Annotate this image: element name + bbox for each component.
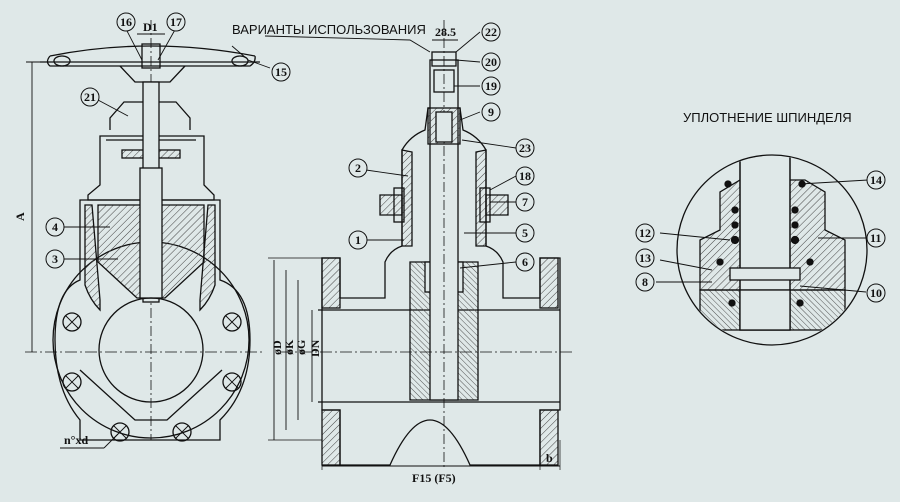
callout-14: 14 (866, 170, 886, 190)
front-view (25, 20, 265, 449)
dim-bolts: n°xd (64, 433, 88, 447)
callout-18: 18 (515, 166, 535, 186)
callout-23: 23 (515, 138, 535, 158)
svg-text:11: 11 (870, 231, 881, 245)
stem-seal-detail (676, 154, 868, 346)
usage-variants-label: ВАРИАНТЫ ИСПОЛЬЗОВАНИЯ (232, 22, 426, 37)
dim-f15: F15 (F5) (412, 471, 456, 485)
svg-text:19: 19 (485, 79, 497, 93)
callout-19: 19 (481, 76, 501, 96)
stem-seal-label: УПЛОТНЕНИЕ ШПИНДЕЛЯ (683, 110, 852, 125)
dim-og: øG (294, 340, 308, 355)
callout-5: 5 (515, 223, 535, 243)
svg-text:12: 12 (639, 226, 651, 240)
callout-16: 16 (116, 12, 136, 32)
callout-21: 21 (80, 87, 100, 107)
callout-2: 2 (348, 158, 368, 178)
svg-text:6: 6 (522, 255, 528, 269)
svg-text:13: 13 (639, 251, 651, 265)
svg-text:16: 16 (120, 15, 132, 29)
callouts: 16 17 15 21 4 3 2 1 22 20 19 9 23 18 7 5… (45, 12, 886, 303)
callout-1: 1 (348, 230, 368, 250)
svg-text:22: 22 (485, 25, 497, 39)
callout-8: 8 (635, 272, 655, 292)
svg-text:5: 5 (522, 226, 528, 240)
svg-text:21: 21 (84, 90, 96, 104)
dim-d1: D1 (143, 20, 158, 34)
callout-20: 20 (481, 52, 501, 72)
callout-4: 4 (45, 217, 65, 237)
svg-text:10: 10 (870, 286, 882, 300)
dim-square: 28.5 (435, 25, 456, 39)
svg-text:9: 9 (488, 105, 494, 119)
dim-a: A (13, 212, 27, 221)
callout-9: 9 (481, 102, 501, 122)
dim-dn: DN (308, 339, 322, 357)
callout-leaders (64, 27, 869, 293)
dim-b: b (546, 451, 553, 465)
dim-ok: øK (282, 339, 296, 355)
svg-text:2: 2 (355, 161, 361, 175)
svg-text:23: 23 (519, 141, 531, 155)
callout-6: 6 (515, 252, 535, 272)
callout-7: 7 (515, 192, 535, 212)
svg-text:8: 8 (642, 275, 648, 289)
svg-text:18: 18 (519, 169, 531, 183)
svg-text:3: 3 (52, 252, 58, 266)
svg-text:4: 4 (52, 220, 58, 234)
svg-text:17: 17 (170, 15, 182, 29)
svg-text:20: 20 (485, 55, 497, 69)
callout-17: 17 (166, 12, 186, 32)
callout-10: 10 (866, 283, 886, 303)
svg-text:14: 14 (870, 173, 882, 187)
callout-22: 22 (481, 22, 501, 42)
callout-13: 13 (635, 248, 655, 268)
svg-text:15: 15 (275, 65, 287, 79)
callout-11: 11 (866, 228, 886, 248)
callout-15: 15 (271, 62, 291, 82)
svg-text:1: 1 (355, 233, 361, 247)
svg-text:7: 7 (522, 195, 528, 209)
section-view (268, 20, 575, 470)
callout-3: 3 (45, 249, 65, 269)
dim-od: øD (270, 340, 284, 355)
callout-12: 12 (635, 223, 655, 243)
